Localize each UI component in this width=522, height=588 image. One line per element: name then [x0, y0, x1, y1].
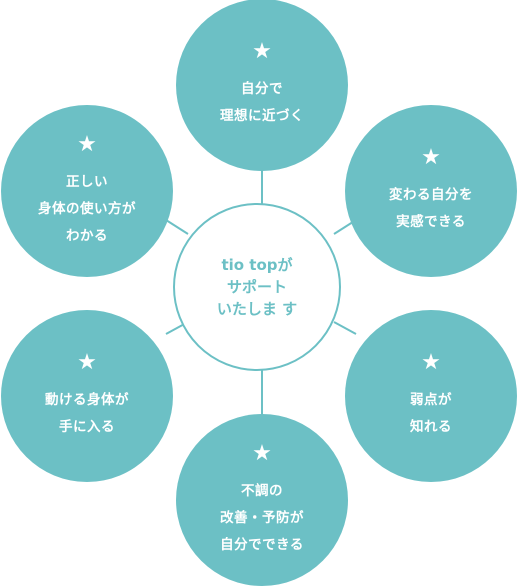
node-top-right-line-1: 変わる自分を — [389, 187, 473, 203]
benefit-node-bottom: ★ 不調の 改善・予防が 自分でできる — [176, 414, 348, 586]
star-icon: ★ — [421, 145, 441, 170]
node-bottom-right-line-1: 弱点が — [410, 392, 452, 408]
connector-top-left — [165, 219, 189, 235]
benefit-node-top-right: ★ 変わる自分を 実感できる — [345, 105, 517, 277]
benefit-node-bottom-right: ★ 弱点が 知れる — [345, 310, 517, 482]
node-top-line-1: 自分で — [241, 81, 283, 97]
node-bottom-line-3: 自分でできる — [220, 536, 304, 553]
node-top-left-line-1: 正しい — [66, 173, 108, 190]
node-top-line-2: 理想に近づく — [220, 108, 304, 124]
benefit-node-top-left: ★ 正しい 身体の使い方が わかる — [1, 105, 173, 277]
node-top-left-line-3: わかる — [66, 227, 108, 244]
node-top-left-line-2: 身体の使い方が — [38, 200, 136, 217]
connector-bottom-right — [333, 321, 357, 335]
node-bottom-left-line-2: 手に入る — [59, 419, 115, 435]
star-icon: ★ — [77, 350, 97, 375]
node-bottom-left-line-1: 動ける身体が — [45, 392, 129, 408]
center-line-2: サポート — [226, 278, 287, 296]
star-icon: ★ — [252, 39, 272, 64]
benefit-node-top: ★ 自分で 理想に近づく — [176, 0, 348, 171]
center-line-3: いたしま す — [216, 300, 298, 318]
star-icon: ★ — [252, 440, 272, 466]
center-text: tio topが サポート いたしま す — [217, 254, 297, 320]
node-top-right-line-2: 実感できる — [396, 214, 466, 230]
star-icon: ★ — [77, 131, 97, 157]
star-icon: ★ — [421, 350, 441, 375]
center-line-1: tio topが — [221, 256, 293, 274]
benefit-node-bottom-left: ★ 動ける身体が 手に入る — [1, 310, 173, 482]
center-circle: tio topが サポート いたしま す — [173, 203, 341, 371]
node-bottom-line-2: 改善・予防が — [220, 509, 304, 526]
node-bottom-line-1: 不調の — [241, 482, 283, 499]
node-bottom-right-line-2: 知れる — [410, 419, 452, 435]
